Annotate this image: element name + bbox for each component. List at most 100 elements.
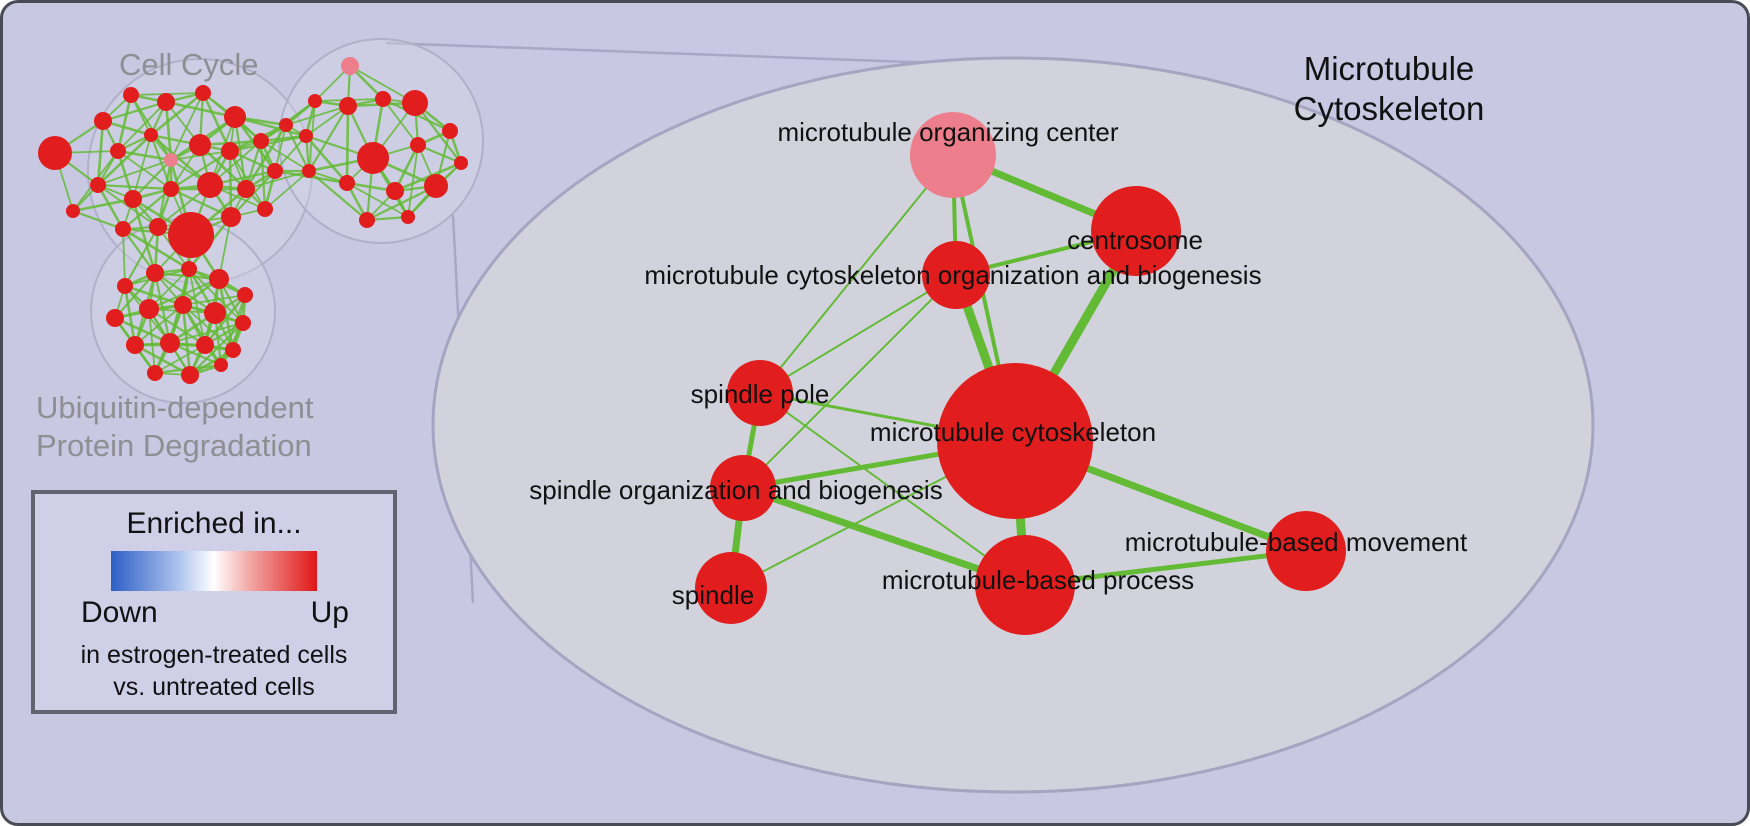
node-spindle_org — [710, 455, 776, 521]
overview-edge — [72, 209, 124, 231]
overview-node — [339, 175, 355, 191]
overview-node — [196, 336, 214, 354]
overview-edge — [114, 316, 171, 345]
legend-endpoint-labels: Down Up — [35, 596, 393, 630]
overview-edge — [170, 188, 232, 218]
overview-edge — [148, 277, 220, 311]
node-label-moc: microtubule organizing center — [777, 117, 1118, 147]
overview-node — [160, 333, 180, 353]
overview-node — [225, 342, 241, 358]
node-spindle_pole — [727, 360, 793, 426]
overview-edge — [124, 284, 184, 307]
edge-moc-spindle_pole — [759, 154, 954, 394]
node-mcob — [922, 241, 990, 309]
overview-node — [442, 123, 458, 139]
overview-edge — [97, 159, 172, 186]
node-label-mt_cyto: microtubule cytoskeleton — [870, 417, 1156, 447]
overview-node — [253, 133, 269, 149]
overview-node — [410, 137, 426, 153]
overview-node — [357, 142, 389, 174]
overview-edge — [169, 322, 244, 344]
overview-node — [144, 128, 158, 142]
overview-node — [257, 201, 273, 217]
node-label-spindle_pole: spindle pole — [691, 379, 830, 409]
overview-edge — [218, 216, 232, 280]
legend: Enriched in... Down Up in estrogen-treat… — [31, 490, 397, 714]
overview-edge — [154, 344, 206, 374]
node-label-mt_movement: microtubule-based movement — [1125, 527, 1468, 557]
ubiquitin-label-line1: Ubiquitin-dependent — [36, 390, 314, 425]
overview-edge — [114, 272, 156, 319]
overview-node — [195, 85, 211, 101]
overview-edge — [182, 294, 246, 306]
overview-node — [181, 366, 199, 384]
detail-title: Microtubule Cytoskeleton — [1284, 49, 1494, 129]
overview-edge — [188, 268, 206, 346]
node-moc — [910, 112, 996, 198]
overview-node — [149, 218, 167, 236]
overview-edge — [366, 185, 437, 221]
overview-edge — [150, 91, 204, 137]
overview-node — [224, 106, 246, 128]
overview-edge — [170, 92, 204, 161]
overview-edge — [124, 226, 159, 287]
overview-edge — [345, 105, 350, 184]
overview-node — [147, 365, 163, 381]
overview-node — [235, 315, 251, 331]
overview-node — [237, 287, 253, 303]
magnifier-line — [385, 41, 939, 65]
overview-edge — [229, 150, 266, 210]
node-spindle — [695, 552, 767, 624]
legend-up-label: Up — [310, 596, 349, 629]
overview-edge — [181, 304, 192, 376]
overview-node — [299, 129, 313, 143]
overview-node — [454, 156, 468, 170]
overview-edge — [97, 183, 172, 191]
overview-edge — [244, 124, 288, 190]
overview-node — [124, 190, 142, 208]
overview-node — [115, 221, 131, 237]
overview-node — [339, 97, 357, 115]
overview-edge — [134, 304, 184, 346]
edge-mcob-spindle_org — [742, 274, 957, 489]
overview-edge — [132, 159, 172, 200]
legend-caption: in estrogen-treated cells vs. untreated … — [35, 639, 393, 703]
overview-node — [106, 309, 124, 327]
overview-edge — [264, 170, 310, 210]
overview-edge — [260, 140, 310, 172]
overview-edge — [165, 100, 236, 119]
legend-caption-line2: vs. untreated cells — [113, 673, 315, 701]
overview-edge — [117, 101, 167, 152]
overview-node — [197, 172, 223, 198]
overview-node — [157, 93, 175, 111]
overview-edge — [96, 184, 125, 230]
node-mt_process — [975, 535, 1075, 635]
overview-node — [174, 296, 192, 314]
overview-node — [66, 204, 80, 218]
overview-edge — [285, 105, 349, 126]
overview-node — [110, 143, 126, 159]
overview-node — [163, 181, 179, 197]
ubiquitin-label-line2: Protein Degradation — [36, 428, 312, 463]
overview-edge — [148, 308, 156, 374]
network-scene: microtubule organizing center centrosome m… — [38, 38, 1595, 794]
overview-node — [209, 269, 229, 289]
node-label-centrosome: centrosome — [1067, 225, 1203, 255]
overview-node — [402, 90, 428, 116]
overview-edge — [285, 124, 310, 172]
overview-node — [386, 182, 404, 200]
overview-edge — [346, 182, 409, 218]
legend-down-label: Down — [81, 596, 158, 629]
node-label-spindle_org: spindle organization and biogenesis — [529, 475, 942, 505]
overview-edge — [308, 170, 368, 221]
overview-edge — [97, 134, 152, 186]
overview-edge — [131, 198, 157, 274]
overview-node — [123, 87, 139, 103]
overview-node — [221, 207, 241, 227]
cluster-label-ubiquitin: Ubiquitin-dependent Protein Degradation — [36, 389, 314, 465]
overview-node — [267, 163, 283, 179]
overview-edge — [130, 94, 172, 161]
overview-node — [341, 57, 359, 75]
overview-node — [189, 134, 211, 156]
node-centrosome — [1091, 186, 1181, 276]
